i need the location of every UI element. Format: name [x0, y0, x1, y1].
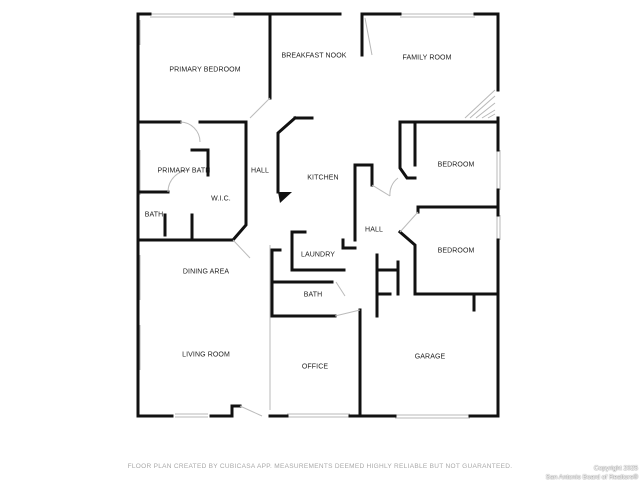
room-label-bedroom: BEDROOM	[437, 161, 475, 169]
room-label-family-room: FAMILY ROOM	[402, 54, 452, 62]
room-label-living-room: LIVING ROOM	[182, 351, 230, 359]
room-label-primary-bath: PRIMARY BATH	[157, 167, 211, 175]
room-label-hall: HALL	[365, 226, 383, 234]
room-label-office: OFFICE	[301, 363, 329, 371]
room-label-primary-bedroom: PRIMARY BEDROOM	[169, 66, 241, 74]
room-label-dining-area: DINING AREA	[182, 268, 230, 276]
room-label-bedroom: BEDROOM	[437, 247, 475, 255]
doors	[167, 97, 419, 417]
footer-disclaimer: FLOOR PLAN CREATED BY CUBICASA APP. MEAS…	[127, 463, 513, 470]
room-label-breakfast-nook: BREAKFAST NOOK	[281, 52, 347, 60]
room-label-laundry: LAUNDRY	[300, 251, 336, 259]
room-label-bath: BATH	[144, 211, 164, 219]
realtors-watermark: San Antonio Board of Realtors®	[545, 474, 638, 481]
room-label-hall: HALL	[251, 167, 269, 175]
copyright-watermark: Copyright 2025	[593, 465, 638, 472]
room-label-wic: W.I.C.	[211, 195, 231, 203]
stair-marker	[278, 192, 292, 203]
room-label-bath: BATH	[303, 291, 323, 299]
walls	[136, 12, 500, 418]
room-label-garage: GARAGE	[414, 353, 446, 361]
room-label-kitchen: KITCHEN	[307, 174, 339, 182]
windows	[136, 13, 501, 419]
